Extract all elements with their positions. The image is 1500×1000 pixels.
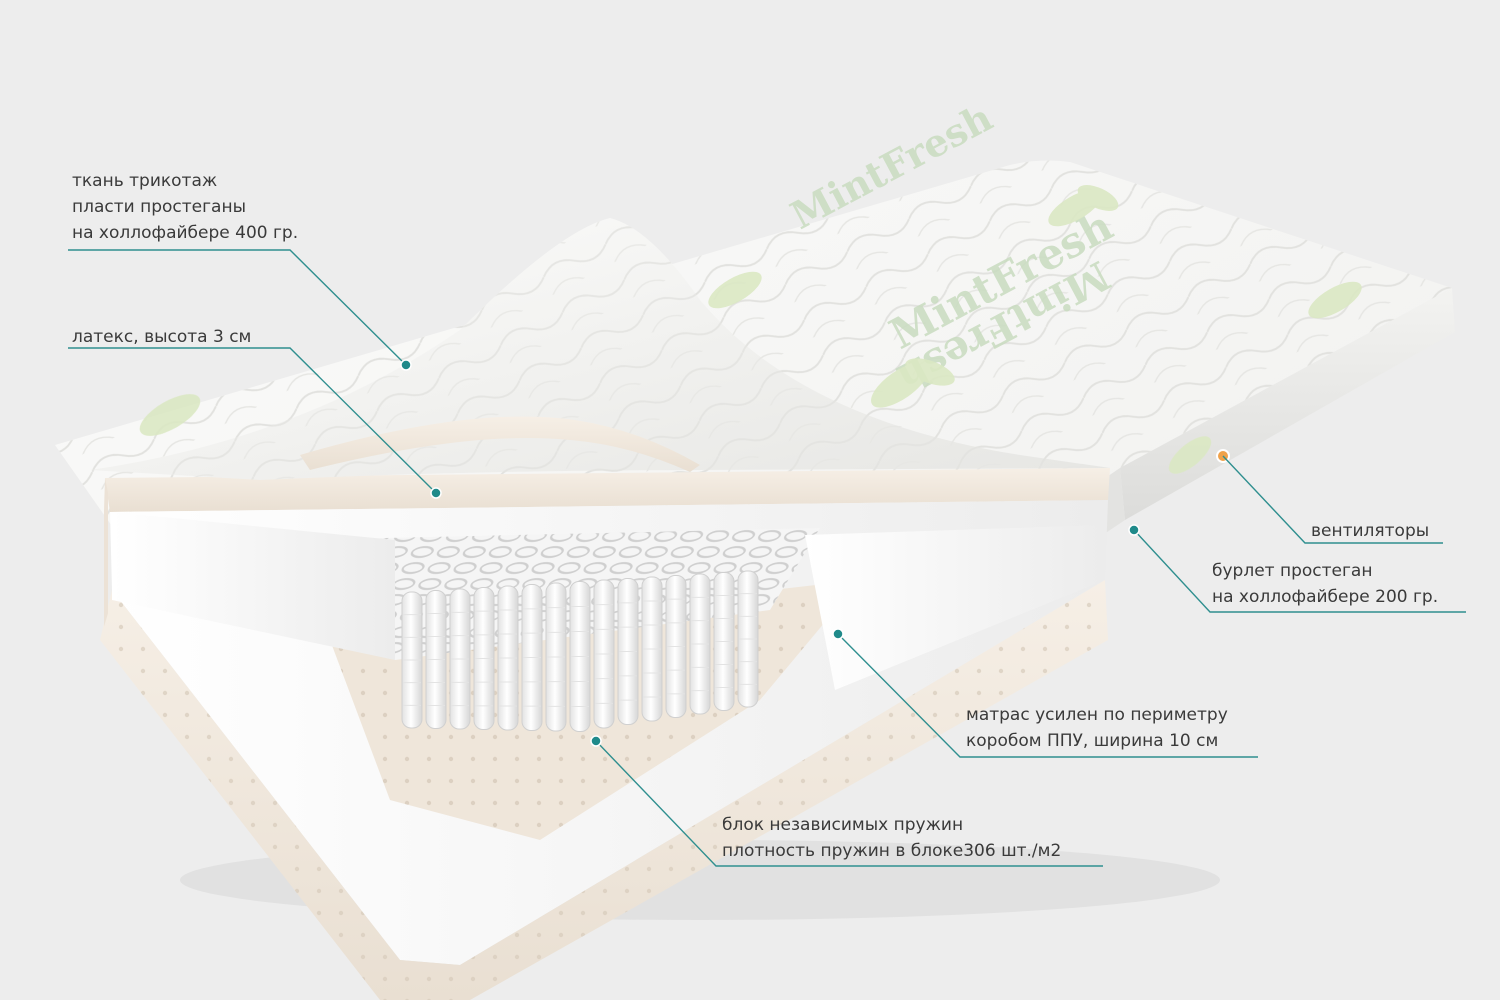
callout-springs: блок независимых пружин плотность пружин…: [722, 812, 1061, 864]
leaf-pattern: [139, 185, 1362, 474]
callout-fabric-line: пласти простеганы: [72, 197, 247, 217]
foam-block-right: [805, 525, 1105, 690]
mattress-side-right: [1120, 288, 1455, 520]
callout-frame-line: коробом ППУ, ширина 10 см: [966, 731, 1219, 751]
callout-latex: латекс, высота 3 см: [72, 324, 251, 350]
latex-layer: [105, 468, 1110, 512]
leader-line-latex: [68, 347, 437, 494]
flap-latex-edge: [300, 416, 700, 472]
callout-burlet-line: бурлет простеган: [1212, 561, 1373, 581]
leader-line-frame: [837, 633, 1258, 758]
leader-lines: [68, 249, 1466, 867]
marker-frame: [832, 628, 844, 640]
leader-line-springs: [595, 740, 1103, 867]
leader-line-vents: [1222, 455, 1443, 544]
marker-latex: [430, 487, 442, 499]
marker-fabric: [400, 359, 412, 371]
pocket-springs: [401, 570, 759, 732]
foam-block-left: [112, 512, 395, 660]
marker-burlet: [1128, 524, 1140, 536]
callout-springs-line: блок независимых пружин: [722, 815, 964, 835]
callout-fabric-line: на холлофайбере 400 гр.: [72, 223, 299, 243]
callout-latex-line: латекс, высота 3 см: [72, 327, 252, 347]
leader-line-burlet: [1133, 529, 1466, 613]
callout-frame: матрас усилен по периметру коробом ППУ, …: [966, 702, 1228, 754]
leader-line-fabric: [68, 249, 407, 366]
callout-fabric-line: ткань трикотаж: [72, 171, 218, 191]
callout-burlet: бурлет простеган на холлофайбере 200 гр.: [1212, 558, 1438, 610]
callout-fabric: ткань трикотаж пласти простеганы на холл…: [72, 168, 298, 246]
callout-springs-line: плотность пружин в блоке306 шт./м2: [722, 841, 1062, 861]
callout-frame-line: матрас усилен по периметру: [966, 705, 1228, 725]
marker-springs: [590, 735, 602, 747]
callout-vents: вентиляторы: [1311, 518, 1429, 544]
callout-vents-line: вентиляторы: [1311, 521, 1430, 541]
callout-burlet-line: на холлофайбере 200 гр.: [1212, 587, 1439, 607]
leader-markers: [400, 359, 1140, 747]
